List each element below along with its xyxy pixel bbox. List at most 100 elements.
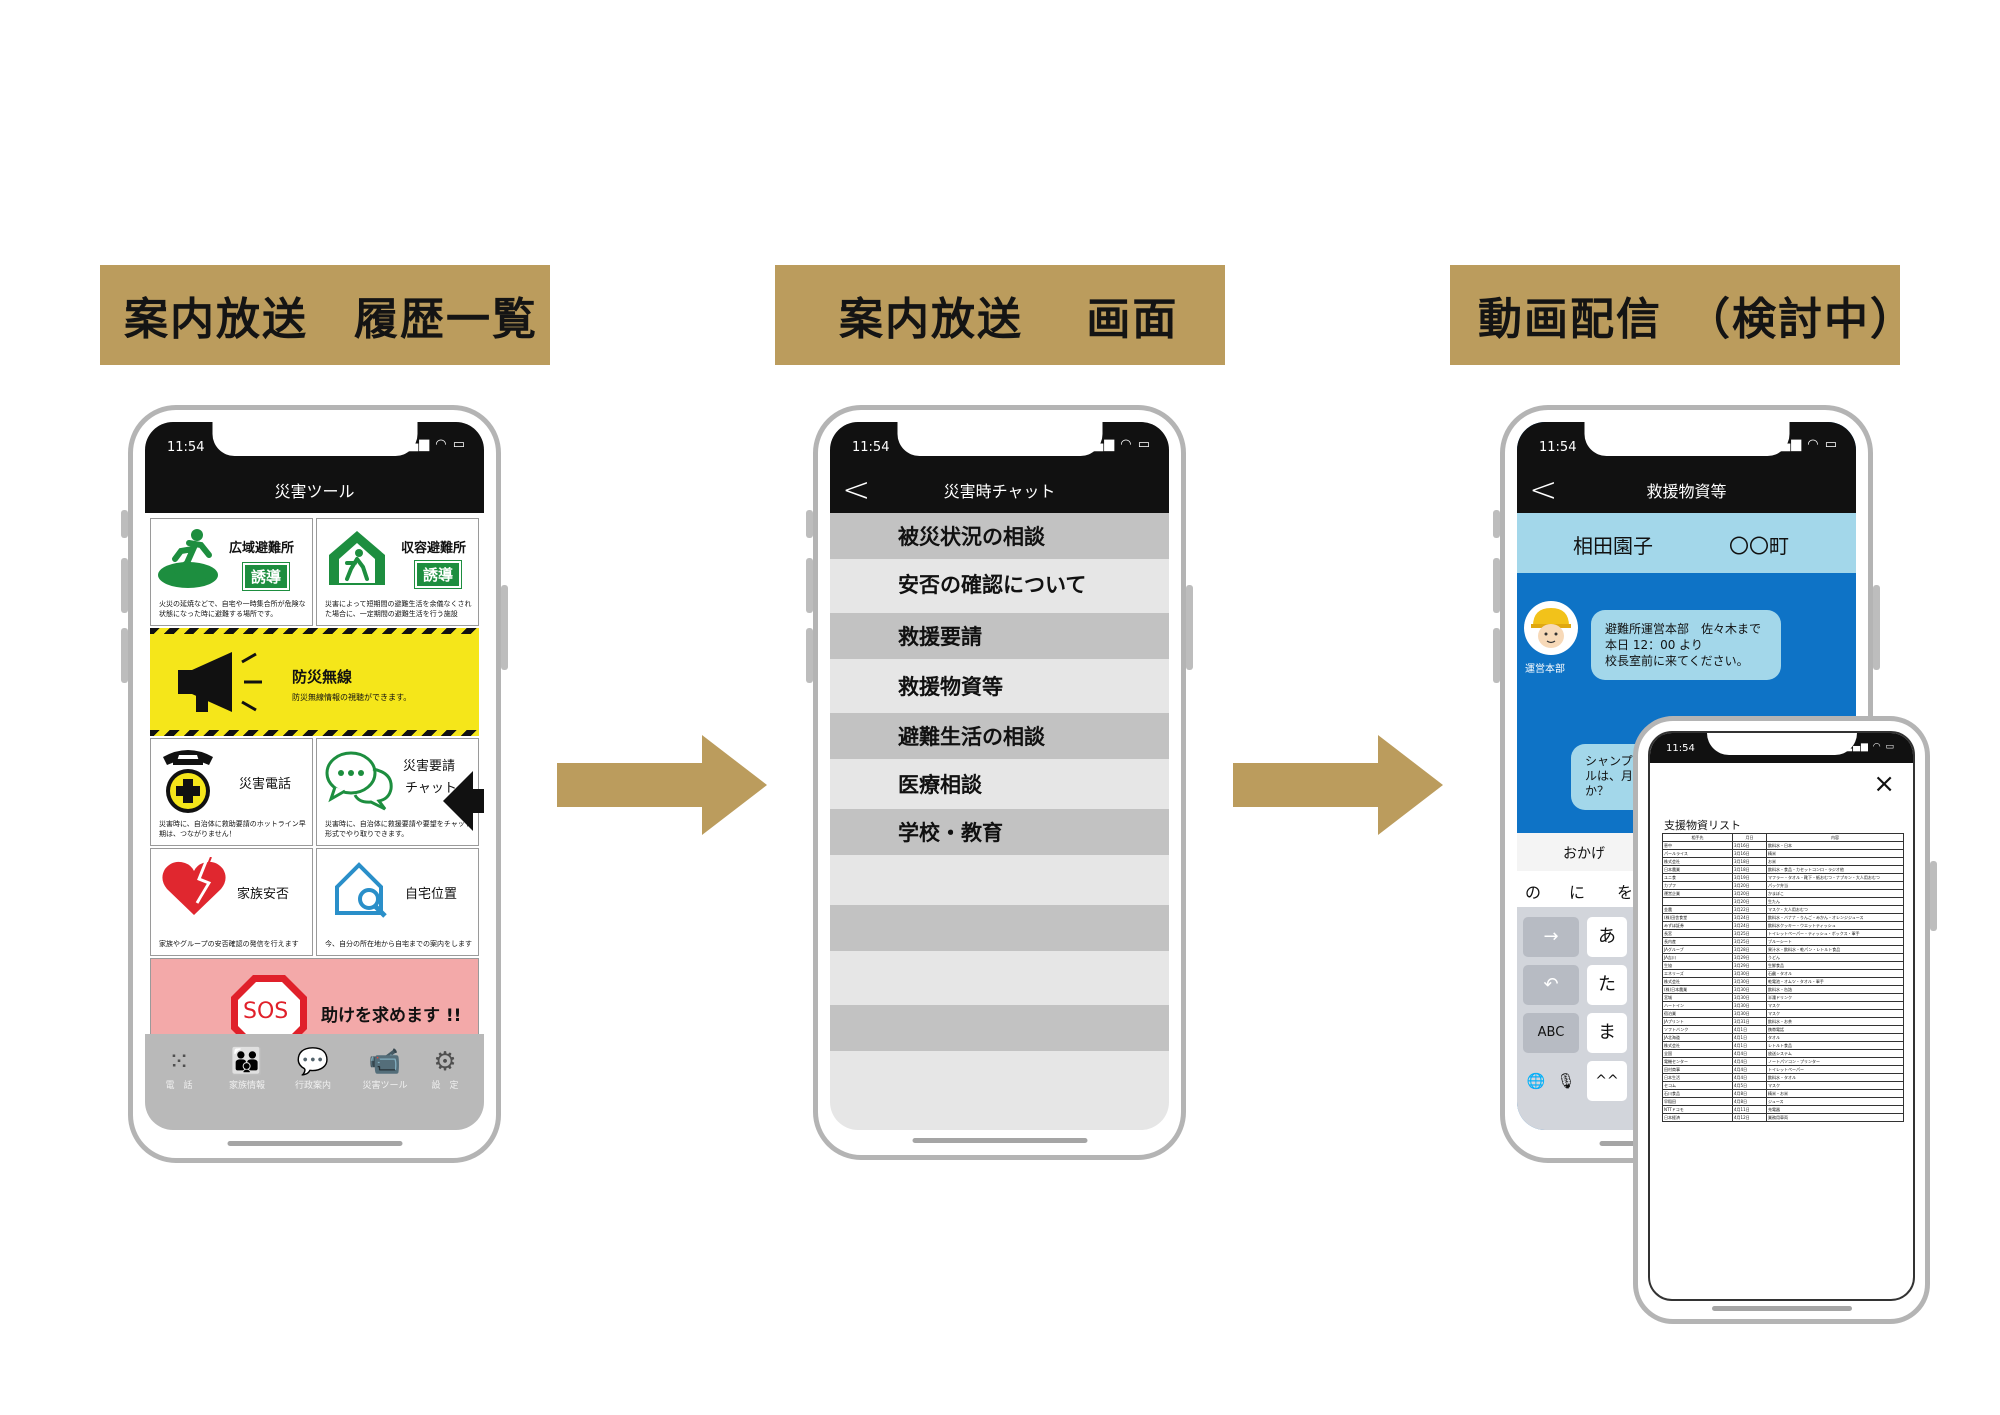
nav-title: 救援物資等 xyxy=(1646,481,1727,501)
tile-disaster-phone-desc: 災害時に、自治体に救助要請のホットライン早期は、つながりません！ xyxy=(159,820,306,838)
table-row: 3月20日生たん xyxy=(1662,897,1904,906)
table-cell: ハートイン xyxy=(1662,1001,1733,1010)
speech-bubble-icon: 💬 xyxy=(296,1047,330,1077)
tab-family-info[interactable]: 👪 家族情報 xyxy=(217,1046,277,1091)
chat-item-shelter-life[interactable]: 避難生活の相談 xyxy=(830,713,1169,759)
key-a[interactable]: あ xyxy=(1587,917,1627,957)
doc-title: 支援物資リスト xyxy=(1664,819,1741,832)
key-emoji[interactable]: ^^ xyxy=(1587,1061,1627,1101)
tile-disaster-phone[interactable]: 災害電話 災害時に、自治体に救助要請のホットライン早期は、つながりません！ xyxy=(150,738,313,846)
table-cell: 全国 xyxy=(1662,1049,1733,1058)
table-cell: 飲料水クッキー・ウエットティッシュ xyxy=(1766,921,1904,930)
table-cell: 生たん xyxy=(1766,897,1904,906)
status-time: 11:54 xyxy=(167,440,205,455)
tile-family-safety-desc: 家族やグループの安否確認の発信を行えます xyxy=(159,940,299,948)
table-cell: 4月8日 xyxy=(1732,1089,1767,1098)
tile-shelter-desc: 災害によって短期間の避難生活を余儀なくされた場合に、一定期間の避難生活を行う施設 xyxy=(325,600,472,618)
table-cell xyxy=(1662,897,1733,906)
table-cell: JA北海道 xyxy=(1662,1033,1733,1042)
tile-sos-label: 助けを求めます !! xyxy=(321,1006,462,1026)
table-cell: マスク xyxy=(1766,1009,1904,1018)
chat-item-medical[interactable]: 医療相談 xyxy=(830,759,1169,809)
key-ta[interactable]: た xyxy=(1587,965,1627,1005)
table-header-cell: 相手先 xyxy=(1662,833,1733,842)
key-ma[interactable]: ま xyxy=(1587,1013,1627,1053)
family-icon: 👪 xyxy=(230,1047,264,1077)
tile-wide-evacuation[interactable]: 広域避難所 誘導 火災の延焼などで、自宅や一時集合所が危険な状態になった時に避難… xyxy=(150,518,313,626)
tab-bar: ⁙ 電 話 👪 家族情報 💬 行政案内 📹 災害ツール ⚙ 設 定 xyxy=(145,1034,484,1130)
back-button[interactable]: < xyxy=(842,470,871,510)
table-cell: 精米 xyxy=(1766,849,1904,858)
table-cell: 石鹸・タオル xyxy=(1766,969,1904,978)
candidate-word[interactable]: の xyxy=(1525,883,1542,902)
nav-title: 災害ツール xyxy=(274,481,355,501)
chat-item-safety[interactable]: 安否の確認について xyxy=(830,559,1169,609)
chat-item-school[interactable]: 学校・教育 xyxy=(830,809,1169,855)
chat-item-damage[interactable]: 被災状況の相談 xyxy=(830,513,1169,559)
tile-shelter[interactable]: 収容避難所 誘導 災害によって短期間の避難生活を余儀なくされた場合に、一定期間の… xyxy=(316,518,479,626)
table-cell: 電機センター xyxy=(1662,1057,1733,1066)
table-cell: 田村商事 xyxy=(1662,1065,1733,1074)
table-cell: 日本農業 xyxy=(1662,865,1733,874)
tab-settings[interactable]: ⚙ 設 定 xyxy=(415,1046,475,1091)
tab-family-info-label: 家族情報 xyxy=(228,1081,265,1091)
tab-disaster-tools[interactable]: 📹 災害ツール xyxy=(355,1046,415,1091)
table-cell: 早稲田 xyxy=(1662,1097,1733,1106)
chat-item-label: 被災状況の相談 xyxy=(898,525,1045,549)
banner-video: 動画配信 （検討中） xyxy=(1450,265,1914,365)
candidate-word[interactable]: を xyxy=(1617,883,1634,902)
chat-item-label: 安否の確認について xyxy=(898,573,1087,597)
table-cell: 飲料水・日本 xyxy=(1766,841,1904,850)
tile-disaster-radio-desc: 防災無線情報の視聴ができます。 xyxy=(292,693,412,702)
key-mic[interactable]: 🎙 xyxy=(1556,1072,1576,1090)
tab-admin-guide-label: 行政案内 xyxy=(294,1081,331,1091)
close-icon[interactable]: × xyxy=(1873,769,1895,799)
chat-item-rescue[interactable]: 救援要請 xyxy=(830,613,1169,659)
table-header-cell: 内容 xyxy=(1766,833,1904,842)
screen-disaster-chat: 11:54 ▂▄▆ ◠ ▭ < 災害時チャット 被災状況の相談 安否の確認につい… xyxy=(830,422,1169,1130)
table-cell: 3月20日 xyxy=(1732,889,1767,898)
table-cell: 3月29日 xyxy=(1732,953,1767,962)
table-cell: 乾電池・オムツ・タオル・軍手 xyxy=(1766,977,1904,986)
tab-admin-guide[interactable]: 💬 行政案内 xyxy=(283,1046,343,1091)
candidate-word[interactable]: に xyxy=(1569,883,1586,902)
table-cell: 飲料水・缶詰 xyxy=(1766,985,1904,994)
back-button[interactable]: < xyxy=(1529,470,1558,510)
tile-disaster-chat[interactable]: 災害要請 チャット 災害時に、自治体に救援要請や要望をチャット形式でやり取りでき… xyxy=(316,738,479,846)
table-cell: 3月16日 xyxy=(1732,841,1767,850)
table-cell: (株)日本農業 xyxy=(1662,985,1733,994)
table-header-cell: 月日 xyxy=(1732,833,1767,842)
key-globe[interactable]: 🌐 xyxy=(1526,1072,1546,1090)
message-bubble-incoming: 避難所運営本部 佐々木まで 本日 12：00 より 校長室前に来てください。 xyxy=(1591,610,1781,680)
chat-item-supplies[interactable]: 救援物資等 xyxy=(830,659,1169,713)
tile-home-location[interactable]: 自宅位置 今、自分の所在地から自宅までの案内をします xyxy=(316,848,479,956)
table-cell: JAグループ xyxy=(1662,945,1733,954)
tile-family-safety[interactable]: 家族安否 家族やグループの安否確認の発信を行えます xyxy=(150,848,313,956)
tile-disaster-radio[interactable]: 防災無線 防災無線情報の視聴ができます。 xyxy=(150,628,479,736)
phone-aid-icon xyxy=(163,750,213,813)
table-cell: 4月4日 xyxy=(1732,1057,1767,1066)
table-cell: ソフトバンク xyxy=(1662,1025,1733,1034)
table-cell: 3月30日 xyxy=(1732,985,1767,994)
key-undo[interactable]: ↶ xyxy=(1523,965,1579,1005)
tab-phone[interactable]: ⁙ 電 話 xyxy=(149,1046,209,1091)
table-cell: 3月18日 xyxy=(1732,857,1767,866)
table-cell: トイレットペーパー xyxy=(1766,1065,1904,1074)
table-cell: 金農 xyxy=(1662,905,1733,914)
tab-settings-label: 設 定 xyxy=(431,1081,459,1091)
key-ta-label: た xyxy=(1598,974,1616,995)
key-abc[interactable]: ABC xyxy=(1523,1013,1579,1053)
tile-wide-evacuation-desc: 火災の延焼などで、自宅や一時集合所が危険な状態になった時に避難する場所です。 xyxy=(159,600,306,618)
table-cell: 携帯電話 xyxy=(1766,1025,1904,1034)
nav-bar: 災害ツール xyxy=(145,466,484,513)
tile-disaster-chat-desc: 災害時に、自治体に救援要請や要望をチャット形式でやり取りできます。 xyxy=(325,820,472,838)
key-next[interactable]: → xyxy=(1523,917,1579,957)
